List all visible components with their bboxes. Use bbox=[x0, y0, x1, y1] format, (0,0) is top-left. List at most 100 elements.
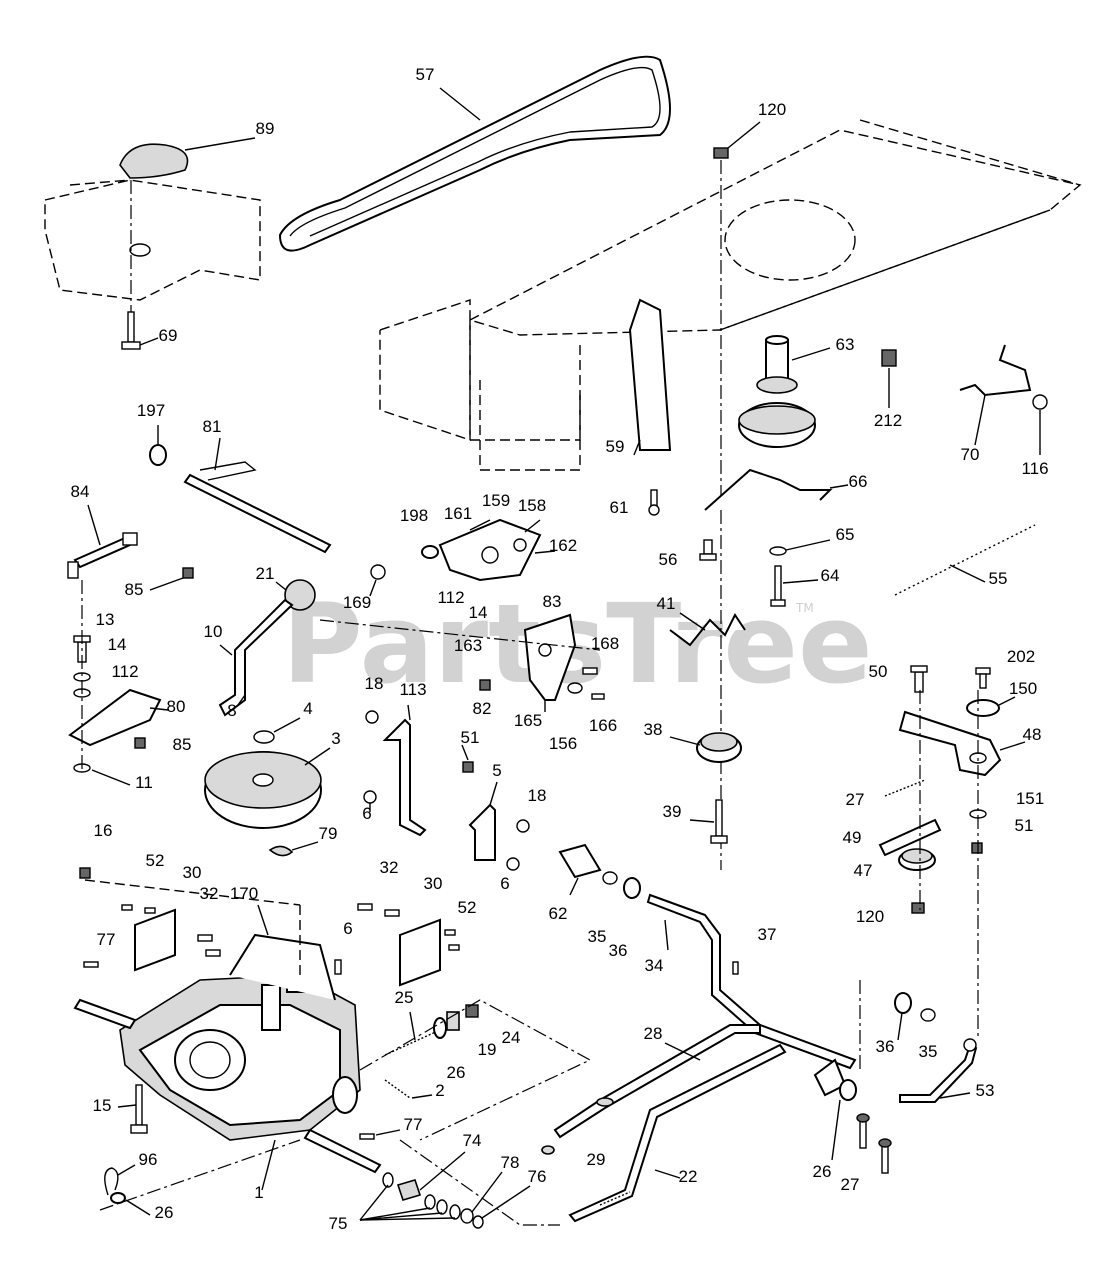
part-28-rod bbox=[553, 1024, 761, 1139]
watermark-trademark: TM bbox=[795, 601, 814, 615]
callout-69: 69 bbox=[159, 326, 178, 345]
part-80-plate bbox=[68, 688, 169, 747]
callout-78: 78 bbox=[501, 1153, 520, 1172]
body-panel bbox=[44, 179, 261, 301]
part-15-bolt bbox=[117, 1084, 148, 1134]
callout-83: 83 bbox=[543, 592, 562, 611]
part-56-bolt bbox=[699, 539, 717, 561]
callout-3: 3 bbox=[331, 729, 340, 748]
callout-8: 8 bbox=[227, 701, 236, 720]
part-52-bolts-b bbox=[444, 929, 460, 951]
part-26-bracket-b bbox=[813, 1058, 857, 1161]
callout-116: 116 bbox=[1021, 459, 1048, 478]
part-26-washer-a bbox=[433, 1017, 447, 1039]
callout-35: 35 bbox=[919, 1042, 938, 1061]
callout-151: 151 bbox=[1016, 789, 1044, 808]
part-30-plate-a bbox=[134, 908, 176, 972]
part-16-nut bbox=[79, 867, 91, 879]
part-18-bolt-b bbox=[516, 819, 530, 833]
callout-2: 2 bbox=[435, 1081, 444, 1100]
part-52-bolts-a bbox=[121, 904, 156, 914]
part-37-pin bbox=[732, 961, 739, 975]
part-26-washer-c bbox=[110, 1192, 151, 1216]
part-116-bolt bbox=[1032, 394, 1048, 455]
callout-51: 51 bbox=[461, 728, 480, 747]
part-150-spacer bbox=[966, 696, 1016, 717]
callout-77: 77 bbox=[404, 1115, 423, 1134]
part-4-key bbox=[253, 717, 301, 744]
callout-84: 84 bbox=[71, 482, 90, 501]
part-18-bolt-a bbox=[365, 710, 379, 724]
callout-64: 64 bbox=[821, 566, 840, 585]
callout-120: 120 bbox=[758, 100, 786, 119]
callout-163: 163 bbox=[454, 636, 482, 655]
part-78-washer bbox=[460, 1171, 503, 1224]
part-156-washer bbox=[567, 682, 583, 694]
callout-6: 6 bbox=[343, 919, 352, 938]
part-51-nut-b bbox=[971, 842, 983, 854]
callout-26: 26 bbox=[447, 1063, 466, 1082]
callout-38: 38 bbox=[644, 720, 663, 739]
part-55-spring bbox=[894, 524, 1036, 596]
callout-170: 170 bbox=[230, 884, 258, 903]
part-36-washer-a bbox=[623, 877, 641, 899]
callout-25: 25 bbox=[395, 988, 414, 1007]
part-59-clip bbox=[628, 298, 672, 456]
callout-76: 76 bbox=[528, 1167, 547, 1186]
callout-1: 1 bbox=[254, 1183, 263, 1202]
chassis-frame bbox=[379, 119, 1082, 471]
part-2-spring bbox=[384, 1079, 433, 1099]
callout-11: 11 bbox=[135, 773, 153, 792]
part-38-pulley bbox=[669, 732, 742, 763]
part-34-rod bbox=[646, 893, 857, 1070]
callout-74: 74 bbox=[463, 1131, 482, 1150]
part-25-spring bbox=[384, 1011, 441, 1056]
callout-34: 34 bbox=[645, 956, 664, 975]
callout-18: 18 bbox=[365, 674, 384, 693]
callout-120: 120 bbox=[856, 907, 884, 926]
callout-66: 66 bbox=[849, 472, 868, 491]
callout-5: 5 bbox=[492, 761, 501, 780]
callout-168: 168 bbox=[591, 634, 619, 653]
part-113-bracket bbox=[382, 704, 427, 837]
part-53-rod bbox=[899, 1038, 978, 1103]
callout-89: 89 bbox=[256, 119, 275, 138]
callout-29: 29 bbox=[587, 1150, 606, 1169]
part-76-washer bbox=[472, 1185, 531, 1229]
callout-62: 62 bbox=[549, 904, 568, 923]
callout-41: 41 bbox=[657, 594, 676, 613]
part-85-nut-a bbox=[149, 567, 194, 591]
part-197-bushing bbox=[149, 425, 167, 466]
callout-18: 18 bbox=[528, 786, 547, 805]
part-81-shaft bbox=[183, 437, 332, 554]
part-19-bushing bbox=[446, 1011, 460, 1031]
callout-159: 159 bbox=[482, 491, 510, 510]
callout-36: 36 bbox=[876, 1037, 895, 1056]
callout-65: 65 bbox=[836, 525, 855, 544]
part-57-belt bbox=[278, 55, 671, 252]
part-48-arm bbox=[898, 710, 1026, 777]
callout-35: 35 bbox=[588, 927, 607, 946]
callout-61: 61 bbox=[610, 498, 629, 517]
callout-161: 161 bbox=[444, 504, 472, 523]
callout-22: 22 bbox=[679, 1167, 698, 1186]
part-69-bolt bbox=[121, 180, 159, 350]
callout-162: 162 bbox=[549, 536, 577, 555]
part-75-washers bbox=[359, 1172, 461, 1221]
callout-48: 48 bbox=[1023, 725, 1042, 744]
part-41-wire bbox=[669, 612, 746, 647]
callout-19: 19 bbox=[478, 1040, 497, 1059]
callout-30: 30 bbox=[183, 863, 202, 882]
callout-24: 24 bbox=[502, 1028, 521, 1047]
callout-36: 36 bbox=[609, 941, 628, 960]
callout-212: 212 bbox=[874, 411, 902, 430]
part-66-clip bbox=[704, 468, 849, 511]
callout-30: 30 bbox=[424, 874, 443, 893]
callout-63: 63 bbox=[836, 335, 855, 354]
part-159-linkage bbox=[421, 518, 556, 582]
part-168-bolt bbox=[582, 667, 598, 675]
part-63-pulley bbox=[738, 335, 831, 448]
callout-4: 4 bbox=[303, 699, 312, 718]
part-70-wire bbox=[959, 344, 1032, 446]
part-85-nut-b bbox=[134, 737, 146, 749]
